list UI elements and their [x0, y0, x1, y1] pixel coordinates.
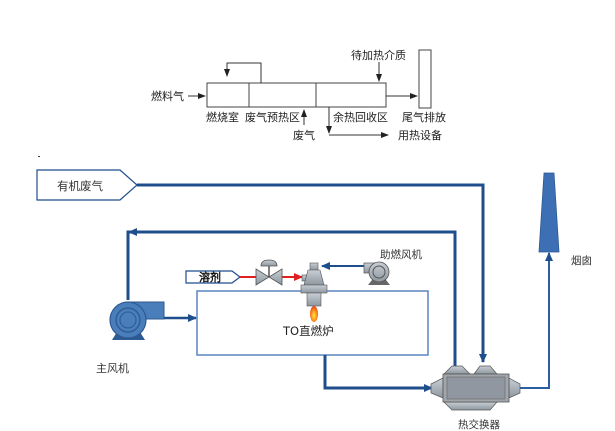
preheated-gas-return-pipe: [126, 230, 457, 366]
tail-gas-label: 尾气排放: [402, 110, 446, 124]
main-fan: [109, 301, 165, 340]
main-fan-label: 主风机: [96, 361, 129, 375]
combustion-fan-label: 助燃风机: [380, 248, 422, 261]
chimney: [538, 172, 560, 253]
furnace-outlet-pipe: [323, 355, 433, 392]
return-arrowhead: [128, 228, 137, 236]
organic-exhaust-pipe: [137, 183, 487, 363]
recirculation-arrow: [224, 62, 262, 83]
top-flow-diagram: 燃料气 燃烧室 废气预热区 余热回收区 待加热介质 尾气排放 废气 用热设备: [151, 48, 446, 142]
heat-exchanger: [430, 365, 521, 411]
solvent-inlet: [185, 270, 241, 284]
burner: [300, 262, 328, 307]
furnace-body-box: [206, 82, 387, 108]
flame-icon: [310, 306, 318, 322]
stray-dot: [38, 156, 40, 157]
exhaust-gas-label: 废气: [293, 128, 315, 142]
waste-heat-recovery-label: 余热回收区: [333, 110, 388, 124]
combustion-fan: [363, 261, 390, 285]
heat-exchanger-label: 热交换器: [458, 418, 500, 431]
fuel-gas-label: 燃料气: [151, 89, 184, 103]
combustion-chamber-label: 燃烧室: [206, 110, 239, 124]
chimney-label: 烟囱: [571, 254, 592, 267]
flue-gas-pipe: [520, 252, 553, 389]
exhaust-preheat-label: 废气预热区: [245, 110, 300, 124]
tail-gas-stack: [418, 49, 432, 109]
medium-to-heat-label: 待加热介质: [351, 48, 406, 62]
to-furnace-process: 有机废气 主风机 TO直燃炉 溶剂: [36, 169, 592, 431]
solvent-label: 溶剂: [199, 270, 221, 284]
furnace-label: TO直燃炉: [282, 324, 334, 338]
organic-exhaust-inlet: [36, 169, 138, 201]
heat-equipment-label: 用热设备: [398, 128, 442, 142]
organic-exhaust-label: 有机废气: [57, 179, 103, 193]
solvent-valve: [255, 259, 283, 286]
